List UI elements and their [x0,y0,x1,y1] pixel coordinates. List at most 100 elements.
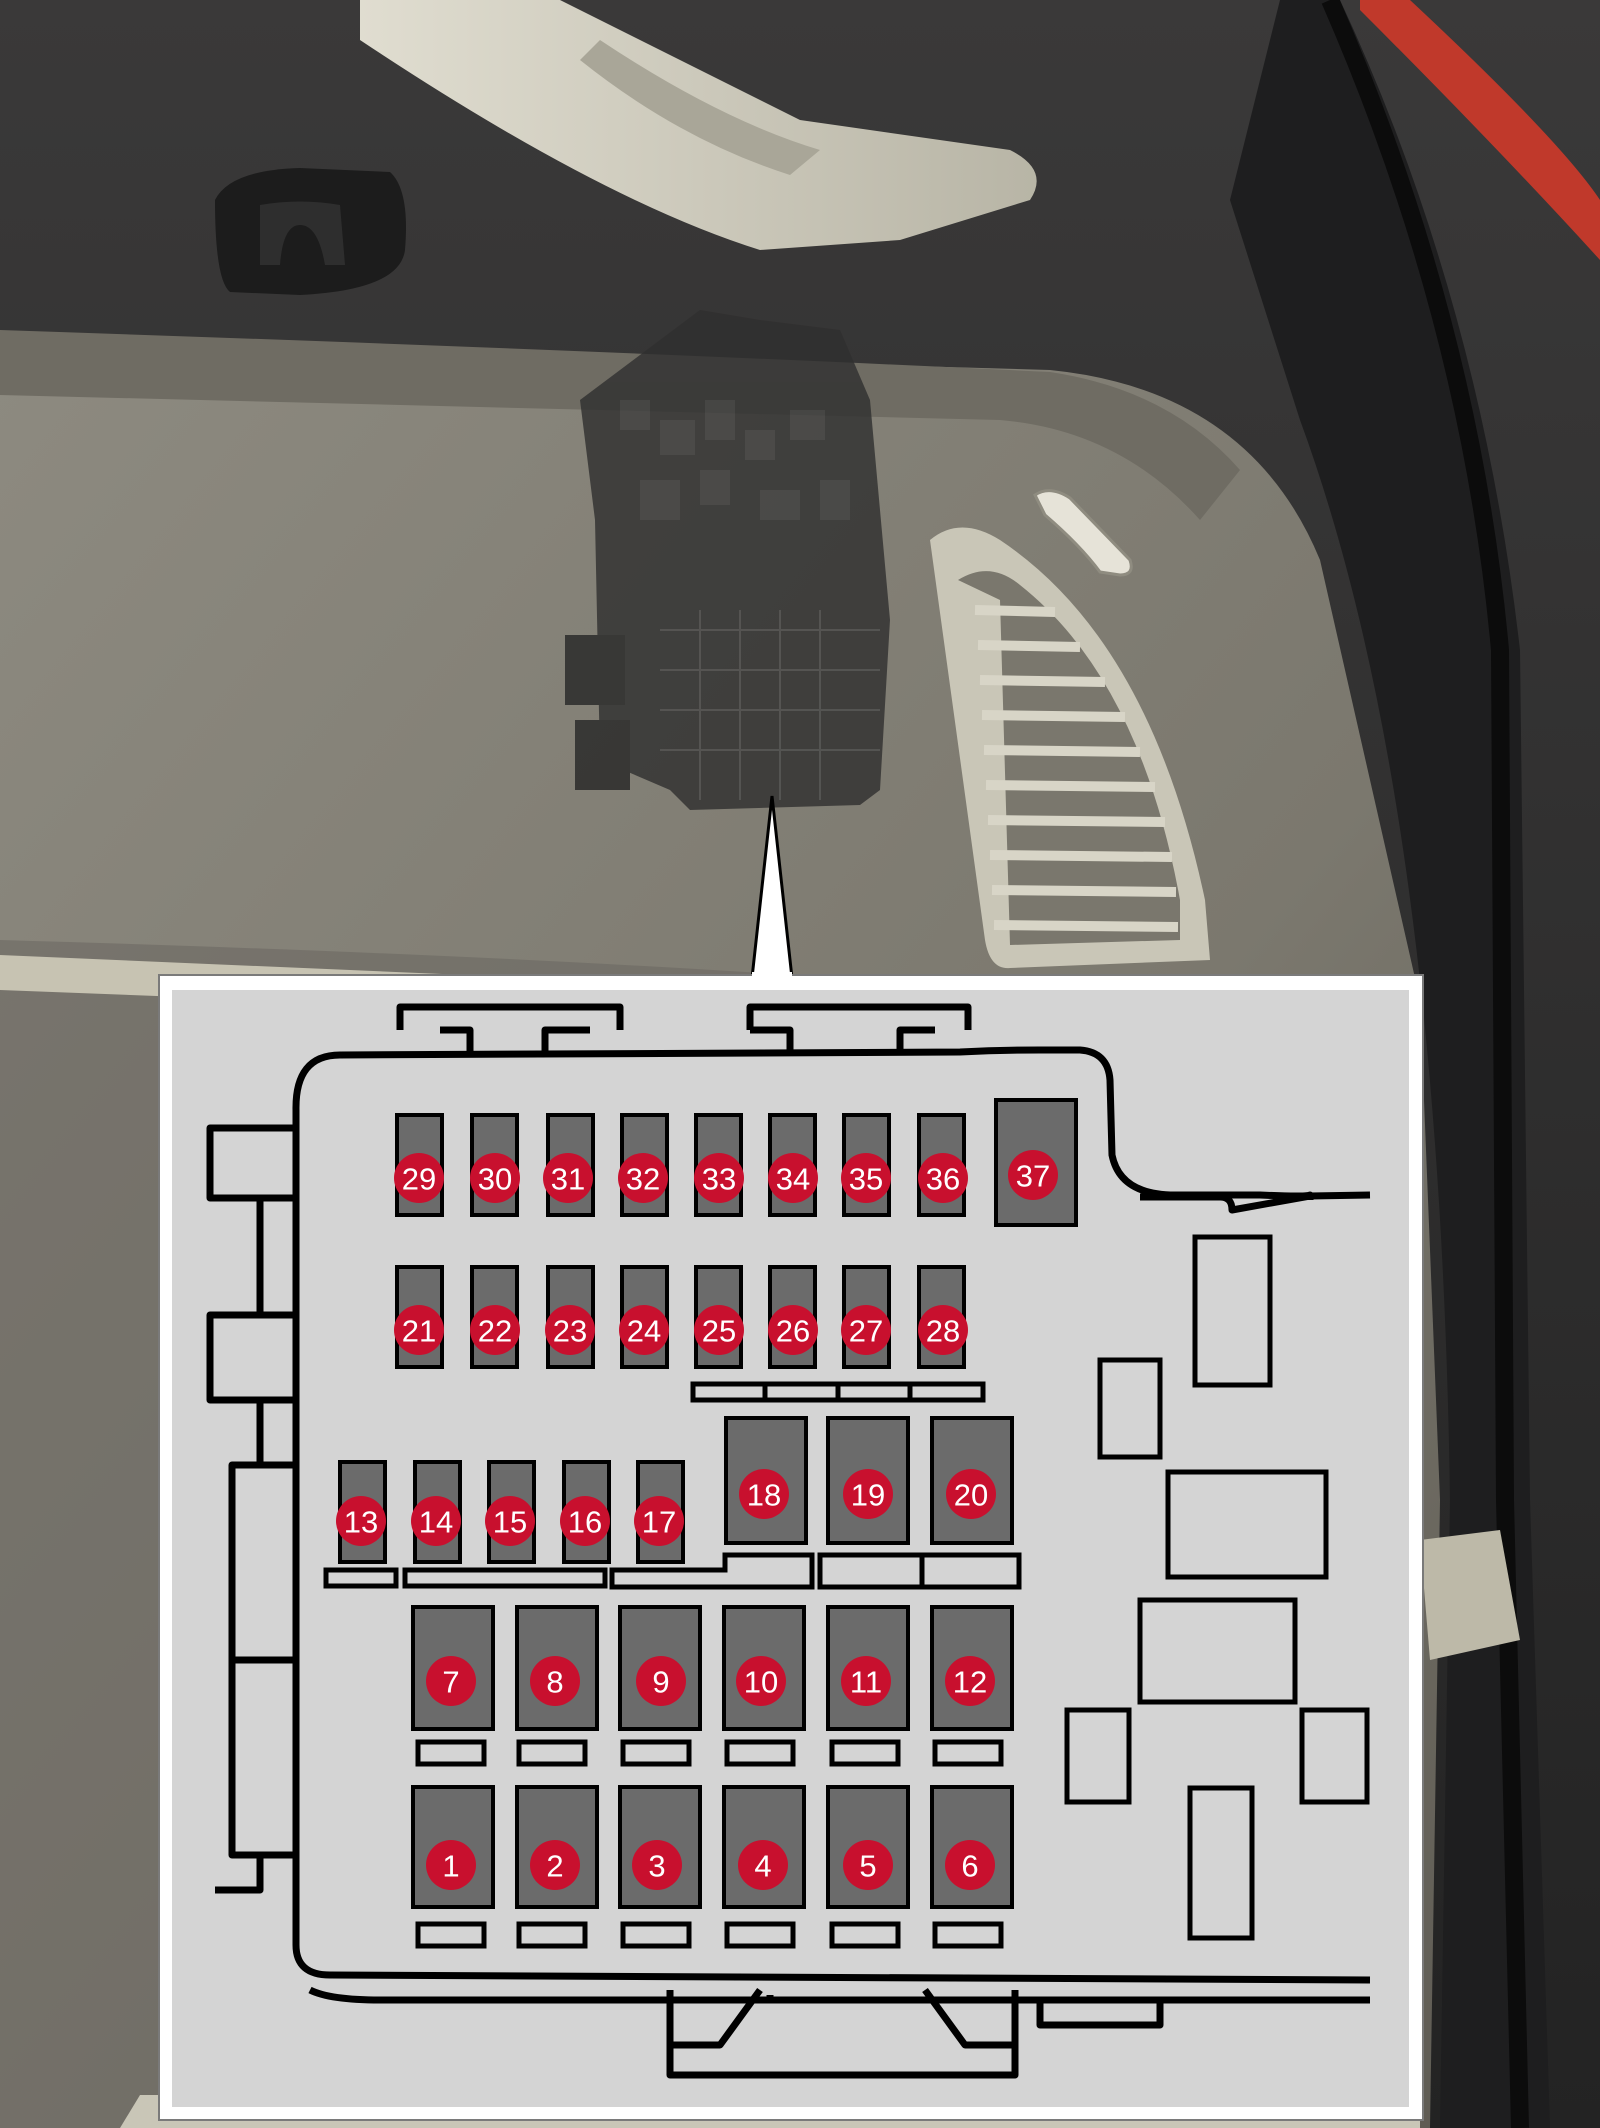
fuse-number-badge [736,1656,786,1706]
fuse-18: 18 [724,1416,808,1545]
fuse-6: 6 [930,1785,1014,1909]
fuse-number-label: 21 [402,1314,436,1349]
seal-strip [1321,0,1529,2128]
fuse-29: 29 [394,1113,444,1217]
fuse-number-badge [636,1656,686,1706]
fuse-17: 17 [634,1460,685,1564]
fuse-number-badge [739,1469,789,1519]
fuse-5: 5 [826,1785,910,1909]
fuse-number-label: 28 [926,1314,960,1349]
fuse-24: 24 [619,1265,669,1369]
fuse-number-badge [545,1305,595,1355]
fuse-number-badge [1008,1150,1058,1200]
cargo-light [1033,489,1133,577]
fuse-15: 15 [485,1460,536,1564]
fuse-21: 21 [394,1265,444,1369]
fuse-number-label: 22 [478,1314,512,1349]
fuse-number-label: 12 [953,1665,987,1700]
fuse-number-label: 8 [546,1665,563,1700]
fuse-number-badge [470,1305,520,1355]
fuse-23: 23 [545,1265,595,1369]
fuse-number-badge [694,1305,744,1355]
fuse-26: 26 [768,1265,818,1369]
fuse-number-badge [411,1496,461,1546]
fuse-number-label: 16 [568,1505,602,1540]
fuse-13: 13 [336,1460,387,1564]
fuse-number-label: 18 [747,1478,781,1513]
fuse-number-label: 30 [478,1162,512,1197]
fuse-11: 11 [826,1605,910,1731]
fuse-32: 32 [618,1113,669,1217]
fuse-7: 7 [411,1605,495,1731]
upper-panel-band [0,330,1240,520]
fuse-number-label: 14 [419,1505,453,1540]
fuse-box-housing [206,1003,1371,2079]
fuse-25: 25 [694,1265,744,1369]
fuse-number-label: 1 [442,1849,459,1884]
fuse-2: 2 [515,1785,599,1909]
fuse-number-badge [918,1305,968,1355]
fuse-number-label: 9 [652,1665,669,1700]
fuse-number-badge [426,1656,476,1706]
floor-edge-lower [1420,1530,1520,1660]
fuse-number-badge [768,1153,818,1203]
fuse-number-label: 24 [627,1314,661,1349]
fuse-number-label: 36 [926,1162,960,1197]
fuse-number-badge [618,1153,668,1203]
fuse-9: 9 [618,1605,702,1731]
fuse-number-badge [485,1496,535,1546]
fuse-number-badge [945,1840,995,1890]
fuse-number-badge [945,1656,995,1706]
fuse-16: 16 [560,1460,611,1564]
fuse-number-badge [841,1305,891,1355]
fuse-34: 34 [768,1113,818,1217]
fuse-number-badge [841,1153,891,1203]
fuse-3: 3 [618,1785,702,1909]
fuse-number-badge [543,1153,593,1203]
fuse-number-label: 25 [702,1314,736,1349]
fuse-body [826,1416,910,1545]
fuse-number-label: 15 [493,1505,527,1540]
fuse-number-label: 3 [648,1849,665,1884]
fuse-number-label: 27 [849,1314,883,1349]
fuse-number-label: 17 [642,1505,676,1540]
fuse-number-label: 10 [744,1665,778,1700]
fuse-number-label: 31 [551,1162,585,1197]
fuse-number-badge [394,1153,444,1203]
fuse-box-components [323,1234,1370,1949]
fuse-number-label: 5 [859,1849,876,1884]
fuse-number-label: 35 [849,1162,883,1197]
fuse-number-badge [632,1840,682,1890]
fuse-number-label: 29 [402,1162,436,1197]
fuse-27: 27 [841,1265,891,1369]
fuse-number-badge [426,1840,476,1890]
fuse-number-badge [768,1305,818,1355]
fuse-36: 36 [917,1113,968,1217]
fuse-number-label: 6 [961,1849,978,1884]
fuse-number-badge [841,1656,891,1706]
fuse-10: 10 [722,1605,806,1731]
fuse-number-badge [336,1496,386,1546]
fuse-number-label: 19 [851,1478,885,1513]
fuse-number-badge [394,1305,444,1355]
fuse-19: 19 [826,1416,910,1545]
fuse-number-label: 23 [553,1314,587,1349]
fuse-number-badge [946,1469,996,1519]
fuse-number-label: 37 [1016,1159,1050,1194]
fuse-body [930,1605,1014,1731]
fuse-number-badge [843,1469,893,1519]
fuse-14: 14 [411,1460,462,1564]
fuse-number-badge [619,1305,669,1355]
fuse-37: 37 [994,1098,1078,1227]
fuse-box-ghost [565,310,890,810]
fuse-33: 33 [694,1113,744,1217]
fuse-number-label: 20 [954,1478,988,1513]
car-body-edge [1360,0,1600,260]
fuse-number-badge [530,1840,580,1890]
ceiling-trim-2 [580,40,820,175]
fuse-22: 22 [470,1265,520,1369]
air-vent [930,527,1210,969]
fuse-number-label: 26 [776,1314,810,1349]
fuse-number-badge [530,1656,580,1706]
